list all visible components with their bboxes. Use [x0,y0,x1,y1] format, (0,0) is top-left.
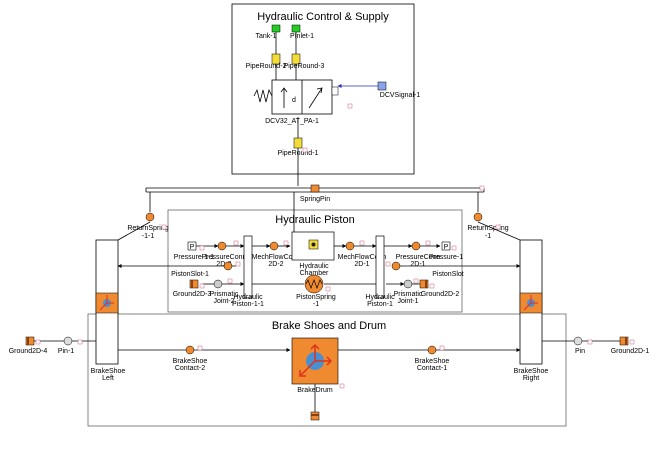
hyd-piston-left-label-1: Hydraulic [233,294,263,301]
dcv-signal-component[interactable]: DCVSignal-1 [377,81,421,99]
pipe-round-3-component[interactable]: PipeRound-3 [284,53,325,70]
prismatic-left-component[interactable]: Prismatic Joint-2 [210,279,239,305]
brake-shoe-right-label-1: BrakeShoe [514,368,549,375]
pipe-round-1-component[interactable]: PipeRound-1 [278,137,319,157]
prismatic-left-label-1: Prismatic [210,291,239,298]
brake-shoe-right-label-group: BrakeShoe Right [514,368,549,382]
spring-pin-component[interactable]: SpringPin [300,184,330,203]
hyd-piston-left-label-group: Hydraulic Piston-1-1 [232,294,264,308]
tank-label: Tank-1 [255,33,276,40]
mech-flow-left-label-2: 2D-2 [268,261,283,268]
pressure-conn-right-label-2: 2D-1 [410,261,425,268]
brake-shoe-left-label-1: BrakeShoe [91,368,126,375]
return-spring-right-label-2: -1 [485,233,491,240]
brake-shoe-right-frame[interactable] [519,239,543,365]
ground2d-2-label: Ground2D-2 [421,291,460,298]
mech-flow-right-label-1: MechFlowConn [338,254,387,261]
pressure-conn-right-component[interactable]: PressureConn 2D-1 [396,241,441,268]
pipe-round-2-component[interactable]: PipeRound-2 [246,53,287,70]
pin-left-label: Pin-1 [58,348,74,355]
return-spring-left-label-2: -1-1 [142,233,155,240]
group-title-hydraulic-control: Hydraulic Control & Supply [257,11,389,23]
pinlet-label: PInlet-1 [290,33,314,40]
pressure-conn-right-label-1: PressureConn [396,254,441,261]
mech-flow-right-label-2: 2D-1 [354,261,369,268]
prismatic-right-label-1: Prismatic [394,291,423,298]
hyd-piston-left-label-2: Piston-1-1 [232,301,264,308]
piston-slot-right-label: PistonSlot [432,271,464,278]
brake-drum-ground-component[interactable] [310,411,320,421]
svg-text:P: P [190,244,195,251]
group-title-brake-shoes: Brake Shoes and Drum [272,320,386,332]
ground2d-4-component[interactable]: Ground2D-4 [9,336,48,355]
group-title-hydraulic-piston: Hydraulic Piston [275,214,354,226]
pin-right-label: Pin [575,348,585,355]
dcv-component[interactable]: d DCV32_AT_PA-1 [253,79,339,125]
brake-drum-label: BrakeDrum [297,387,333,394]
return-spring-left-component[interactable]: ReturnSpring -1-1 [127,212,169,240]
pressure-right-label: Pressure-1 [429,254,463,261]
brake-drum-component[interactable]: BrakeDrum [291,337,339,394]
pressure-left-label: Pressure-1-1 [174,254,215,261]
brake-shoe-contact-left-label-2: Contact-2 [175,365,205,372]
mech-flow-left-component[interactable]: MechFlowConn 2D-2 [252,241,301,268]
piston-slot-right-component[interactable]: PistonSlot [391,261,464,278]
brake-shoe-left-label-group: BrakeShoe Left [91,368,126,382]
parameter-markers [35,103,635,389]
return-spring-left-label-1: ReturnSpring [127,225,168,232]
hydraulic-chamber-label-1: Hydraulic [299,263,329,270]
dcv-signal-label: DCVSignal-1 [380,92,421,99]
hyd-piston-left-frame[interactable] [243,235,253,299]
hyd-piston-right-label-1: Hydraulic [365,294,395,301]
pin-left-component[interactable]: Pin-1 [58,336,74,355]
pressure-right-component[interactable]: P Pressure-1 [429,241,463,261]
dcv-label: DCV32_AT_PA-1 [265,118,319,125]
pressure-left-component[interactable]: P Pressure-1-1 [174,241,215,261]
mech-flow-right-component[interactable]: MechFlowConn 2D-1 [338,241,387,268]
svg-text:d: d [292,97,296,104]
ground2d-3-component[interactable]: Ground2D-3 [173,279,212,298]
brake-shoe-left-frame[interactable] [95,239,119,365]
brake-shoe-contact-right-label-2: Contact-1 [417,365,447,372]
brake-shoe-contact-left-component[interactable]: BrakeShoe Contact-2 [173,345,208,372]
prismatic-left-label-2: Joint-2 [213,298,234,305]
pinlet-component[interactable]: PInlet-1 [290,24,314,40]
group-hydraulic-piston[interactable]: Hydraulic Piston [167,209,463,313]
hyd-piston-right-label-group: Hydraulic Piston-1 [365,294,395,308]
hyd-piston-right-frame[interactable] [375,235,385,299]
ground2d-1-label: Ground2D-1 [611,348,650,355]
ground2d-3-label: Ground2D-3 [173,291,212,298]
pressure-conn-left-label-1: PressureConn [202,254,247,261]
brake-shoe-contact-right-component[interactable]: BrakeShoe Contact-1 [415,345,450,372]
brake-shoe-right-label-2: Right [523,375,539,382]
piston-slot-left-component[interactable]: PistonSlot-1 [171,261,233,278]
return-spring-right-label-1: ReturnSpring [467,225,508,232]
pipe-round-3-label: PipeRound-3 [284,63,325,70]
brake-shoe-contact-left-label-1: BrakeShoe [173,358,208,365]
ground2d-4-label: Ground2D-4 [9,348,48,355]
piston-spring-label-2: -1 [313,301,319,308]
pipe-round-2-label: PipeRound-2 [246,63,287,70]
pin-right-component[interactable]: Pin [573,336,585,355]
group-brake-shoes[interactable]: Brake Shoes and Drum [87,313,567,427]
prismatic-right-component[interactable]: Prismatic Joint-1 [394,279,423,305]
hydraulic-chamber-component[interactable]: Hydraulic Chamber [291,231,335,277]
return-spring-right-component[interactable]: ReturnSpring -1 [467,212,509,240]
ground2d-2-component[interactable]: Ground2D-2 [419,279,460,298]
piston-spring-component[interactable]: PistonSpring -1 [296,274,336,308]
ground2d-1-component[interactable]: Ground2D-1 [611,336,650,355]
svg-text:P: P [444,244,449,251]
piston-spring-label-1: PistonSpring [296,294,336,301]
brake-shoe-contact-right-label-1: BrakeShoe [415,358,450,365]
hydraulic-chamber-label-2: Chamber [300,270,329,277]
brake-shoe-left-label-2: Left [102,375,114,382]
prismatic-right-label-2: Joint-1 [397,298,418,305]
piston-slot-left-label: PistonSlot-1 [171,271,209,278]
tank-component[interactable]: Tank-1 [255,24,281,40]
hyd-piston-right-label-2: Piston-1 [367,301,393,308]
pipe-round-1-label: PipeRound-1 [278,150,319,157]
spring-pin-label: SpringPin [300,196,330,203]
group-hydraulic-control[interactable]: Hydraulic Control & Supply [231,3,415,175]
mech-flow-left-label-1: MechFlowConn [252,254,301,261]
